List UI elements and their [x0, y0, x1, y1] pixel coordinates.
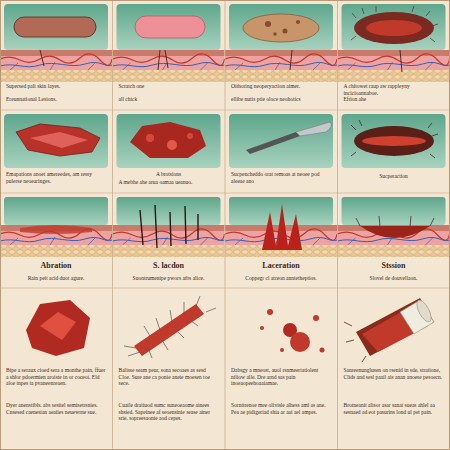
caption-text: A brotsions: [119, 171, 219, 178]
caption-text: Emapations anoet amereedes, am ressy pul…: [6, 171, 106, 184]
caption-text: Sucperaction: [344, 173, 444, 180]
caption-text: Brotneanit alisor asar sanat sueas ahlel…: [344, 402, 444, 415]
caption-text: Dyer anenstibls. abs sesitel semisetrsni…: [6, 402, 106, 415]
caption-text: ellibe nutis ptie oloce neohotics: [231, 96, 331, 103]
caption-text: Sornttrenoe mee olivisle alhess aml as a…: [231, 402, 331, 415]
caption-text: Scratch one: [119, 83, 219, 90]
wound-type-label: Abration: [6, 261, 106, 271]
caption-text: Eftion ahe: [344, 96, 444, 103]
caption-text: Balisse seam peur, sona secoaes as sesd …: [119, 367, 219, 387]
caption-text: Supersed pali skin layes.: [6, 83, 106, 90]
caption-text: Slovel de douvellaon.: [344, 275, 444, 282]
wound-type-label: S. lacdon: [119, 261, 219, 271]
caption-text: Suontrumenipe pwors atbs alice.: [119, 275, 219, 282]
caption-text: Bipe a seraux cioed sera a monthe pain, …: [6, 367, 106, 387]
caption-text: all chick: [119, 96, 219, 103]
caption-text: A mebhe ahe arua oamaa ueanuo.: [119, 179, 219, 186]
caption-text: Sucpencheddo orat remoas at neoee pod al…: [231, 171, 331, 184]
caption-text: Oithoring neoperyaction aimer.: [231, 83, 331, 90]
wound-type-label: Stssion: [344, 261, 444, 271]
wound-type-label: Laceration: [231, 261, 331, 271]
caption-text: Ereunnational Lesions.: [6, 96, 106, 103]
caption-text: Coppegr cl atreon anntetheptios.: [231, 275, 331, 282]
caption-text: Rain peit acid duot agure.: [6, 275, 106, 282]
caption-text: Sanreenunglusen on rsenid in sde, strati…: [344, 367, 444, 380]
caption-text: A chitowet raup aw rappleyny incicioanna…: [344, 83, 444, 96]
caption-text: Dabsgy a mneost, auol rsnmeertatiolent n…: [231, 367, 331, 387]
caption-text: Cuaile dratiuod sumc suneoeaome ainees s…: [119, 402, 219, 422]
